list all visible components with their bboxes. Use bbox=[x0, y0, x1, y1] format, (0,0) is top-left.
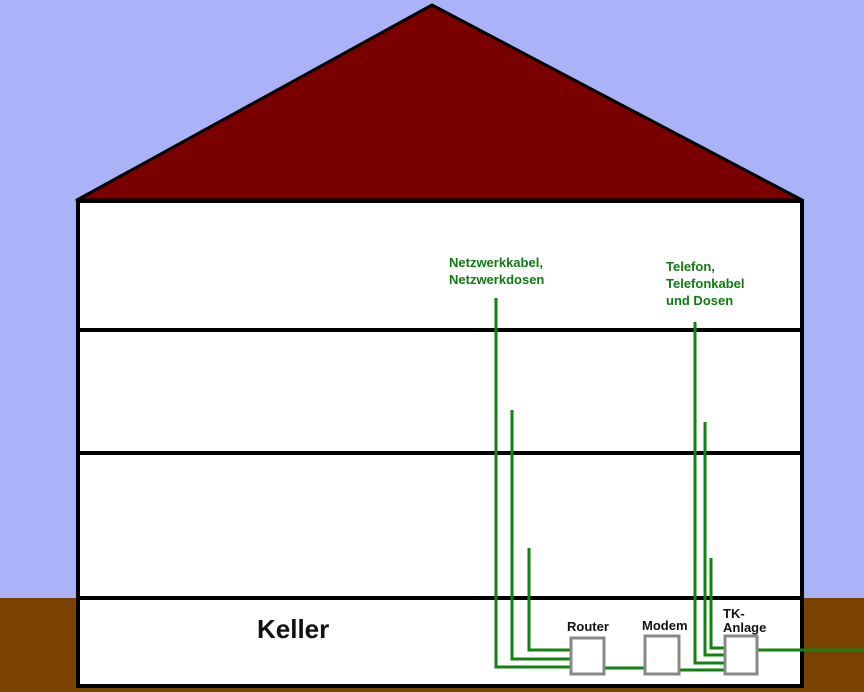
network-cables bbox=[494, 298, 571, 669]
phone-cable-3 bbox=[709, 558, 725, 650]
phone-cables bbox=[693, 322, 725, 665]
network-label: Netzwerkkabel, Netzwerkdosen bbox=[449, 255, 545, 287]
router-label: Router bbox=[567, 619, 609, 634]
house-wall bbox=[76, 199, 804, 688]
network-cable-3 bbox=[527, 548, 571, 652]
phone-cable-2 bbox=[703, 422, 725, 657]
tk-anlage-box bbox=[723, 634, 759, 676]
device-links bbox=[604, 648, 864, 672]
basement-label: Keller bbox=[257, 614, 330, 644]
modem-box bbox=[643, 634, 681, 676]
modem-label: Modem bbox=[642, 618, 688, 633]
phone-label: Telefon, Telefonkabel und Dosen bbox=[666, 259, 745, 308]
router-box bbox=[569, 636, 606, 676]
network-cable-1 bbox=[494, 298, 571, 669]
network-cable-2 bbox=[510, 410, 571, 661]
tk-anlage-label: TK- Anlage bbox=[723, 606, 767, 635]
roof bbox=[75, 3, 804, 202]
phone-cable-1 bbox=[693, 322, 725, 665]
